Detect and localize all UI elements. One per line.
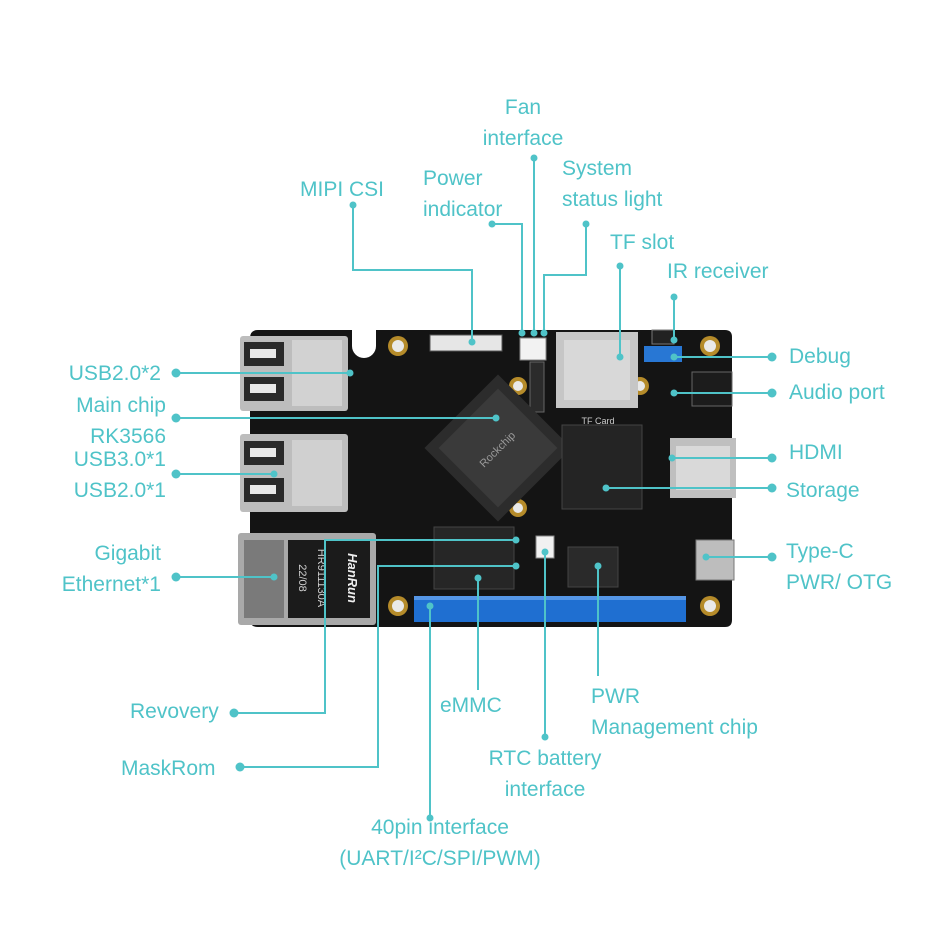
label-storage: Storage bbox=[786, 479, 860, 502]
label-tf-slot: TF slot bbox=[610, 231, 675, 254]
label-ethernet: Gigabit Ethernet*1 bbox=[61, 542, 161, 596]
tf-slot-text: TF Card bbox=[581, 416, 614, 426]
label-typec: Type-C PWR/ OTG bbox=[786, 540, 893, 594]
typec-port bbox=[695, 539, 735, 581]
ethernet-jack bbox=[238, 533, 376, 625]
label-pwr-management: PWR Management chip bbox=[591, 685, 758, 739]
usb3-port-stack bbox=[240, 434, 348, 512]
label-usb2x2: USB2.0*2 bbox=[68, 362, 161, 385]
label-maskrom: MaskRom bbox=[121, 757, 216, 780]
emmc-chip bbox=[433, 526, 515, 590]
label-emmc: eMMC bbox=[440, 694, 502, 717]
label-fan-interface: Fan interface bbox=[482, 96, 564, 150]
label-power-indicator: Power indicator bbox=[423, 167, 503, 221]
label-ir-receiver: IR receiver bbox=[667, 260, 769, 283]
leader-lines bbox=[176, 158, 772, 818]
soc-chip bbox=[424, 374, 572, 522]
audio-jack bbox=[691, 371, 733, 407]
label-hdmi: HDMI bbox=[789, 441, 843, 464]
tf-slot bbox=[556, 332, 638, 408]
label-40pin: 40pin interface (UART/I²C/SPI/PWM) bbox=[339, 816, 541, 870]
gpio-40pin-header bbox=[414, 596, 686, 622]
ethernet-brand-text: HanRun bbox=[345, 553, 360, 603]
fan-connector bbox=[519, 337, 547, 361]
small-header bbox=[529, 361, 545, 413]
label-main-chip: Main chip RK3566 bbox=[76, 394, 166, 448]
leader-dots bbox=[171, 154, 777, 822]
label-audio-port: Audio port bbox=[789, 381, 885, 404]
ir-receiver-part bbox=[651, 329, 675, 345]
ethernet-date-text: 22/08 bbox=[296, 564, 308, 592]
pwr-chip bbox=[567, 546, 619, 588]
storage-chip bbox=[561, 424, 643, 510]
mipi-csi-connector bbox=[429, 334, 503, 352]
label-rtc-battery: RTC battery interface bbox=[488, 747, 602, 801]
label-usb3: USB3.0*1 USB2.0*1 bbox=[73, 448, 166, 502]
label-system-status-light: System status light bbox=[562, 157, 663, 211]
label-recovery: Revovery bbox=[130, 700, 219, 723]
label-mipi-csi: MIPI CSI bbox=[300, 178, 385, 201]
label-debug: Debug bbox=[789, 345, 851, 368]
